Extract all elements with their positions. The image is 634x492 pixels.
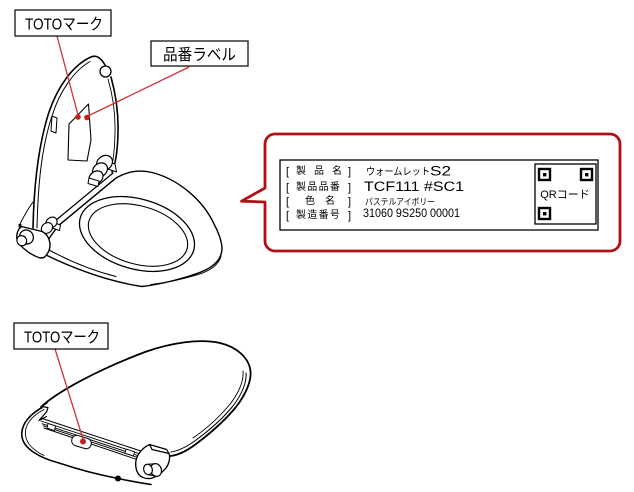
svg-text:]: ] [348, 182, 351, 194]
svg-text:31060 9S250 00001: 31060 9S250 00001 [363, 208, 460, 220]
svg-text:]: ] [348, 210, 351, 222]
svg-text:S2: S2 [430, 164, 451, 179]
svg-text:TOTOマーク: TOTOマーク [25, 16, 103, 34]
svg-text:ウォームレット: ウォームレット [366, 166, 430, 178]
svg-text:[: [ [286, 210, 289, 222]
svg-text:パステルアイボリー: パステルアイボリー [365, 197, 435, 207]
svg-text:品番ラベル: 品番ラベル [163, 46, 236, 64]
svg-text:[: [ [286, 182, 289, 194]
svg-text:[: [ [286, 196, 289, 208]
svg-text:色名: 色名 [305, 194, 345, 207]
svg-text:]: ] [348, 166, 351, 178]
svg-text:QRコード: QRコード [540, 189, 590, 201]
svg-text:製品名: 製品名 [296, 164, 350, 177]
svg-text:[: [ [286, 166, 289, 178]
svg-text:製造番号: 製造番号 [296, 208, 341, 221]
svg-text:TCF111 #SC1: TCF111 #SC1 [364, 179, 464, 194]
svg-text:TOTOマーク: TOTOマーク [24, 329, 100, 347]
svg-text:製品品番: 製品品番 [296, 180, 341, 193]
svg-text:]: ] [348, 196, 351, 208]
